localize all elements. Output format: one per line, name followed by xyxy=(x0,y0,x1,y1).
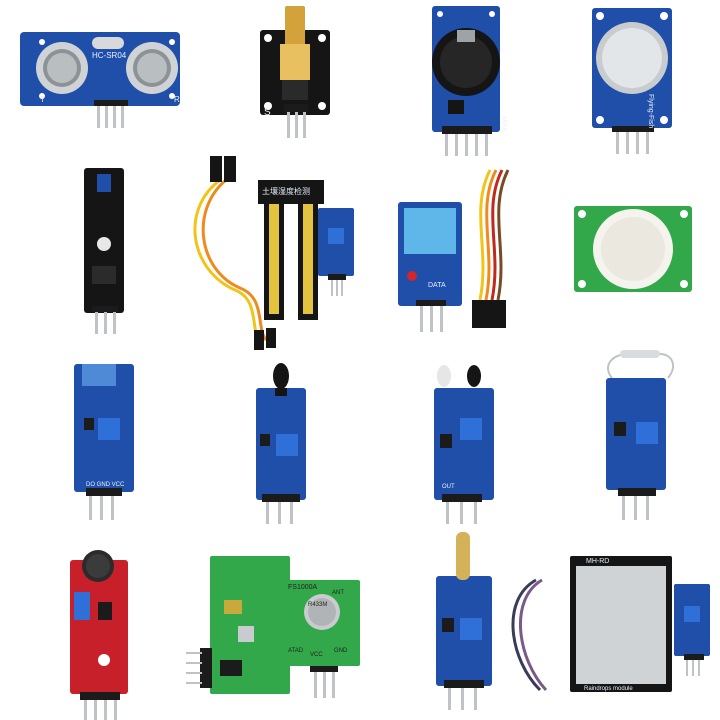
out-label: OUT xyxy=(442,484,455,490)
raindrop-sensor-kit: MH-RD Raindrops module xyxy=(511,540,720,720)
laser-sensor-module: S xyxy=(180,0,360,180)
hc-sr04-label: HC-SR04 xyxy=(92,51,127,60)
gnd-label: GND xyxy=(334,648,348,654)
rtc-clock-module: MINI xyxy=(360,0,540,180)
rf-433mhz-module-pair: FS1000A R433M ANT ATAD VCC GND xyxy=(180,540,360,720)
pir-motion-sensor xyxy=(540,180,720,360)
flame-sensor-module xyxy=(180,360,360,540)
reed-switch-module xyxy=(540,350,720,540)
atad-label: ATAD xyxy=(288,648,304,654)
vcc-label: VCC xyxy=(310,652,323,658)
r433m-label: R433M xyxy=(308,602,328,608)
data-label: DATA xyxy=(428,282,446,289)
gas-sensor-module: Flying-Fish xyxy=(540,0,720,180)
rtc-mini-label: MINI xyxy=(499,116,507,131)
do-gnd-vcc-label: DO GND VCC xyxy=(86,482,125,488)
tracking-sensor-module xyxy=(0,168,180,360)
soil-moisture-sensor-kit: 土壤湿度检测 xyxy=(180,156,360,360)
temp-humidity-sensor-kit: DATA xyxy=(360,169,540,360)
laser-s-label: S xyxy=(264,107,271,118)
mh-rd-label: MH-RD xyxy=(586,558,610,565)
raindrops-label: Raindrops module xyxy=(584,686,633,692)
soil-cn-label: 土壤湿度检测 xyxy=(262,187,310,196)
sound-sensor-module xyxy=(0,540,180,720)
flying-fish-label: Flying-Fish xyxy=(647,94,654,129)
ant-label: ANT xyxy=(332,590,344,596)
ultrasonic-sensor-module: HC-SR04 T R xyxy=(0,0,180,180)
ir-obstacle-sensor-module: OUT xyxy=(360,360,540,540)
tilt-sensor-module xyxy=(360,532,540,720)
hc-t-label: T xyxy=(40,95,45,104)
vibration-sensor-module: DO GND VCC xyxy=(0,360,180,540)
hc-r-label: R xyxy=(174,95,180,104)
fs1000a-label: FS1000A xyxy=(288,584,318,591)
